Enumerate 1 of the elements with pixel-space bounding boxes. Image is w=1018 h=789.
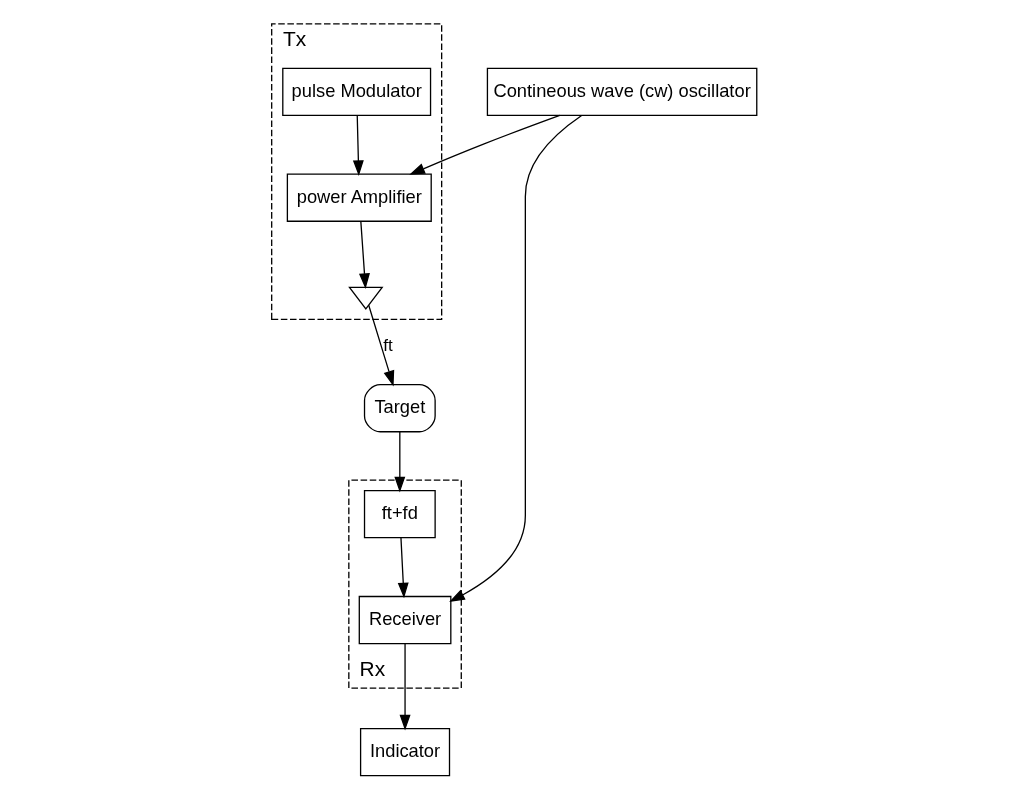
edge-label: ft: [383, 336, 393, 356]
